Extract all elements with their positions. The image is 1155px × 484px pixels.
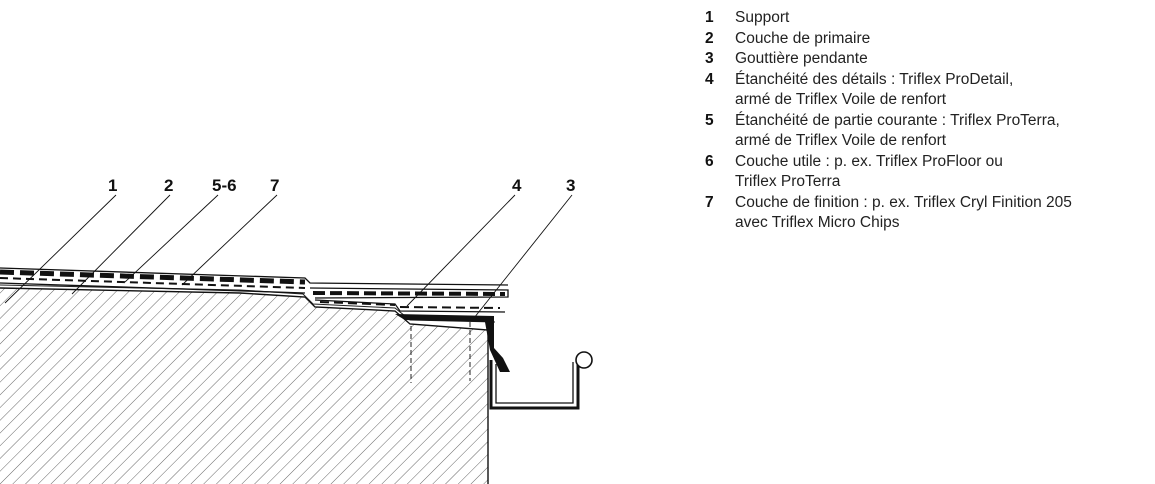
membrane-band (0, 267, 509, 294)
legend-text: Gouttière pendante (735, 50, 868, 67)
legend-item-5: 5 Étanchéité de partie courante : Trifle… (705, 111, 1145, 152)
legend-item-3: 3 Gouttière pendante (705, 49, 1145, 70)
legend-text: Couche de primaire (735, 29, 871, 47)
legend-item-6: 6 Couche utile : p. ex. Triflex ProFloor… (705, 152, 1145, 193)
callout-5-6: 5-6 (212, 176, 237, 195)
callout-1: 1 (108, 176, 117, 195)
substrate (0, 287, 489, 484)
leader-lines (4, 194, 573, 319)
legend-text: Étanchéité de partie courante : Triflex … (735, 111, 1060, 150)
callout-2: 2 (164, 176, 173, 195)
legend-number: 7 (705, 193, 714, 211)
detail-membrane (309, 287, 509, 313)
legend-text: Support (735, 9, 790, 26)
fixing-lines (410, 322, 471, 383)
legend-item-7: 7 Couche de finition : p. ex. Triflex Cr… (705, 193, 1145, 234)
callout-4: 4 (512, 176, 522, 195)
legend-item-1: 1 Support (705, 8, 1145, 29)
legend-item-4: 4 Étanchéité des détails : Triflex ProDe… (705, 70, 1145, 111)
callout-3: 3 (566, 176, 575, 195)
legend-item-2: 2 Couche de primaire (705, 29, 1145, 50)
legend-number: 2 (705, 29, 714, 47)
gutter-flashing (395, 314, 593, 410)
legend-text: Couche utile : p. ex. Triflex ProFloor o… (735, 152, 1003, 191)
callout-7: 7 (270, 176, 279, 195)
legend-number: 1 (705, 9, 714, 26)
legend-number: 3 (705, 50, 714, 67)
legend-text: Couche de finition : p. ex. Triflex Cryl… (735, 193, 1072, 232)
legend-number: 6 (705, 152, 714, 170)
legend-number: 4 (705, 70, 714, 88)
legend-text: Étanchéité des détails : Triflex ProDeta… (735, 70, 1014, 109)
legend-number: 5 (705, 111, 714, 129)
legend: 1 Support 2 Couche de primaire 3 Gouttiè… (705, 8, 1145, 234)
